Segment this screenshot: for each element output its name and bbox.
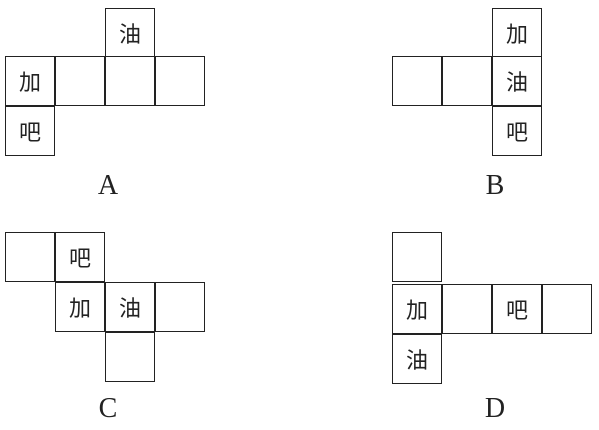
net-b-cell-jia: 加 <box>492 8 542 58</box>
net-c-cell-blank-1 <box>5 232 55 282</box>
net-b-cell-you: 油 <box>492 56 542 106</box>
net-a-cell-jia: 加 <box>5 56 55 106</box>
net-d-cell-ba: 吧 <box>492 284 542 334</box>
net-a-cell-you: 油 <box>105 8 155 58</box>
net-b-cell-ba: 吧 <box>492 106 542 156</box>
net-d-cell-you: 油 <box>392 334 442 384</box>
net-d-cell-blank-1 <box>392 232 442 282</box>
net-a-cell-blank-2 <box>105 56 155 106</box>
option-label-c: C <box>98 393 118 424</box>
net-b-cell-blank-2 <box>442 56 492 106</box>
net-c-cell-ba: 吧 <box>55 232 105 282</box>
net-a-cell-ba: 吧 <box>5 106 55 156</box>
net-c-cell-jia: 加 <box>55 282 105 332</box>
net-c-cell-blank-3 <box>105 332 155 382</box>
option-label-b: B <box>485 170 505 201</box>
net-c-cell-blank-2 <box>155 282 205 332</box>
net-b-cell-blank-1 <box>392 56 442 106</box>
net-d-cell-blank-3 <box>542 284 592 334</box>
net-a-cell-blank-3 <box>155 56 205 106</box>
option-label-d: D <box>484 393 506 424</box>
net-d-cell-jia: 加 <box>392 284 442 334</box>
net-a-cell-blank-1 <box>55 56 105 106</box>
net-c-cell-you: 油 <box>105 282 155 332</box>
option-label-a: A <box>97 170 119 201</box>
net-d-cell-blank-2 <box>442 284 492 334</box>
